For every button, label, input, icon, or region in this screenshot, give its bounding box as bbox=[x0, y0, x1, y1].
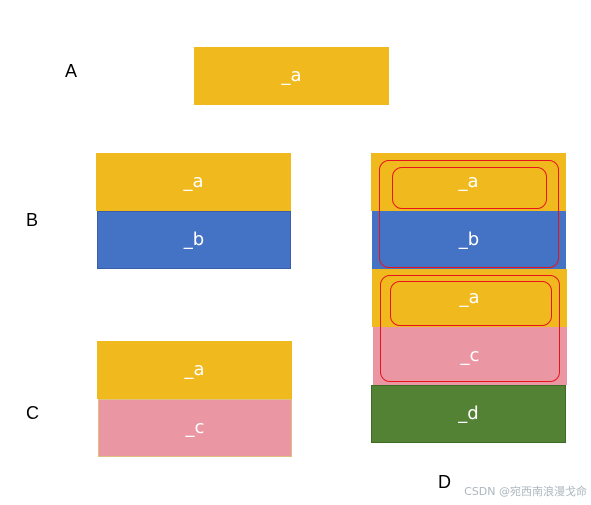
box-d-d: _d bbox=[371, 385, 566, 443]
group-label-c: C bbox=[26, 403, 39, 423]
group-label-b: B bbox=[26, 210, 39, 230]
box-c-a: _a bbox=[97, 341, 292, 399]
watermark: CSDN @宛西南浪漫戈命 bbox=[464, 485, 587, 498]
box-b-b: _b bbox=[97, 211, 291, 269]
box-d-a-1-label: _a bbox=[458, 171, 479, 192]
box-c-c: _c bbox=[98, 399, 292, 457]
box-d-c-label: _c bbox=[460, 345, 480, 366]
box-a-a-label: _a bbox=[281, 65, 302, 86]
box-d-a-2: _a bbox=[372, 269, 567, 327]
box-c-a-label: _a bbox=[184, 359, 205, 380]
box-b-a: _a bbox=[96, 153, 291, 211]
group-label-d: D bbox=[438, 472, 451, 492]
box-d-a-1: _a bbox=[371, 153, 566, 211]
box-d-b: _b bbox=[372, 211, 566, 269]
box-b-b-label: _b bbox=[183, 229, 205, 250]
group-label-a: A bbox=[65, 61, 78, 81]
box-d-a-2-label: _a bbox=[459, 287, 480, 308]
box-d-c: _c bbox=[373, 327, 567, 385]
box-d-d-label: _d bbox=[458, 403, 479, 424]
box-c-c-label: _c bbox=[185, 417, 205, 438]
box-d-b-label: _b bbox=[458, 229, 480, 250]
box-b-a-label: _a bbox=[183, 171, 204, 192]
box-a-a: _a bbox=[194, 47, 389, 105]
